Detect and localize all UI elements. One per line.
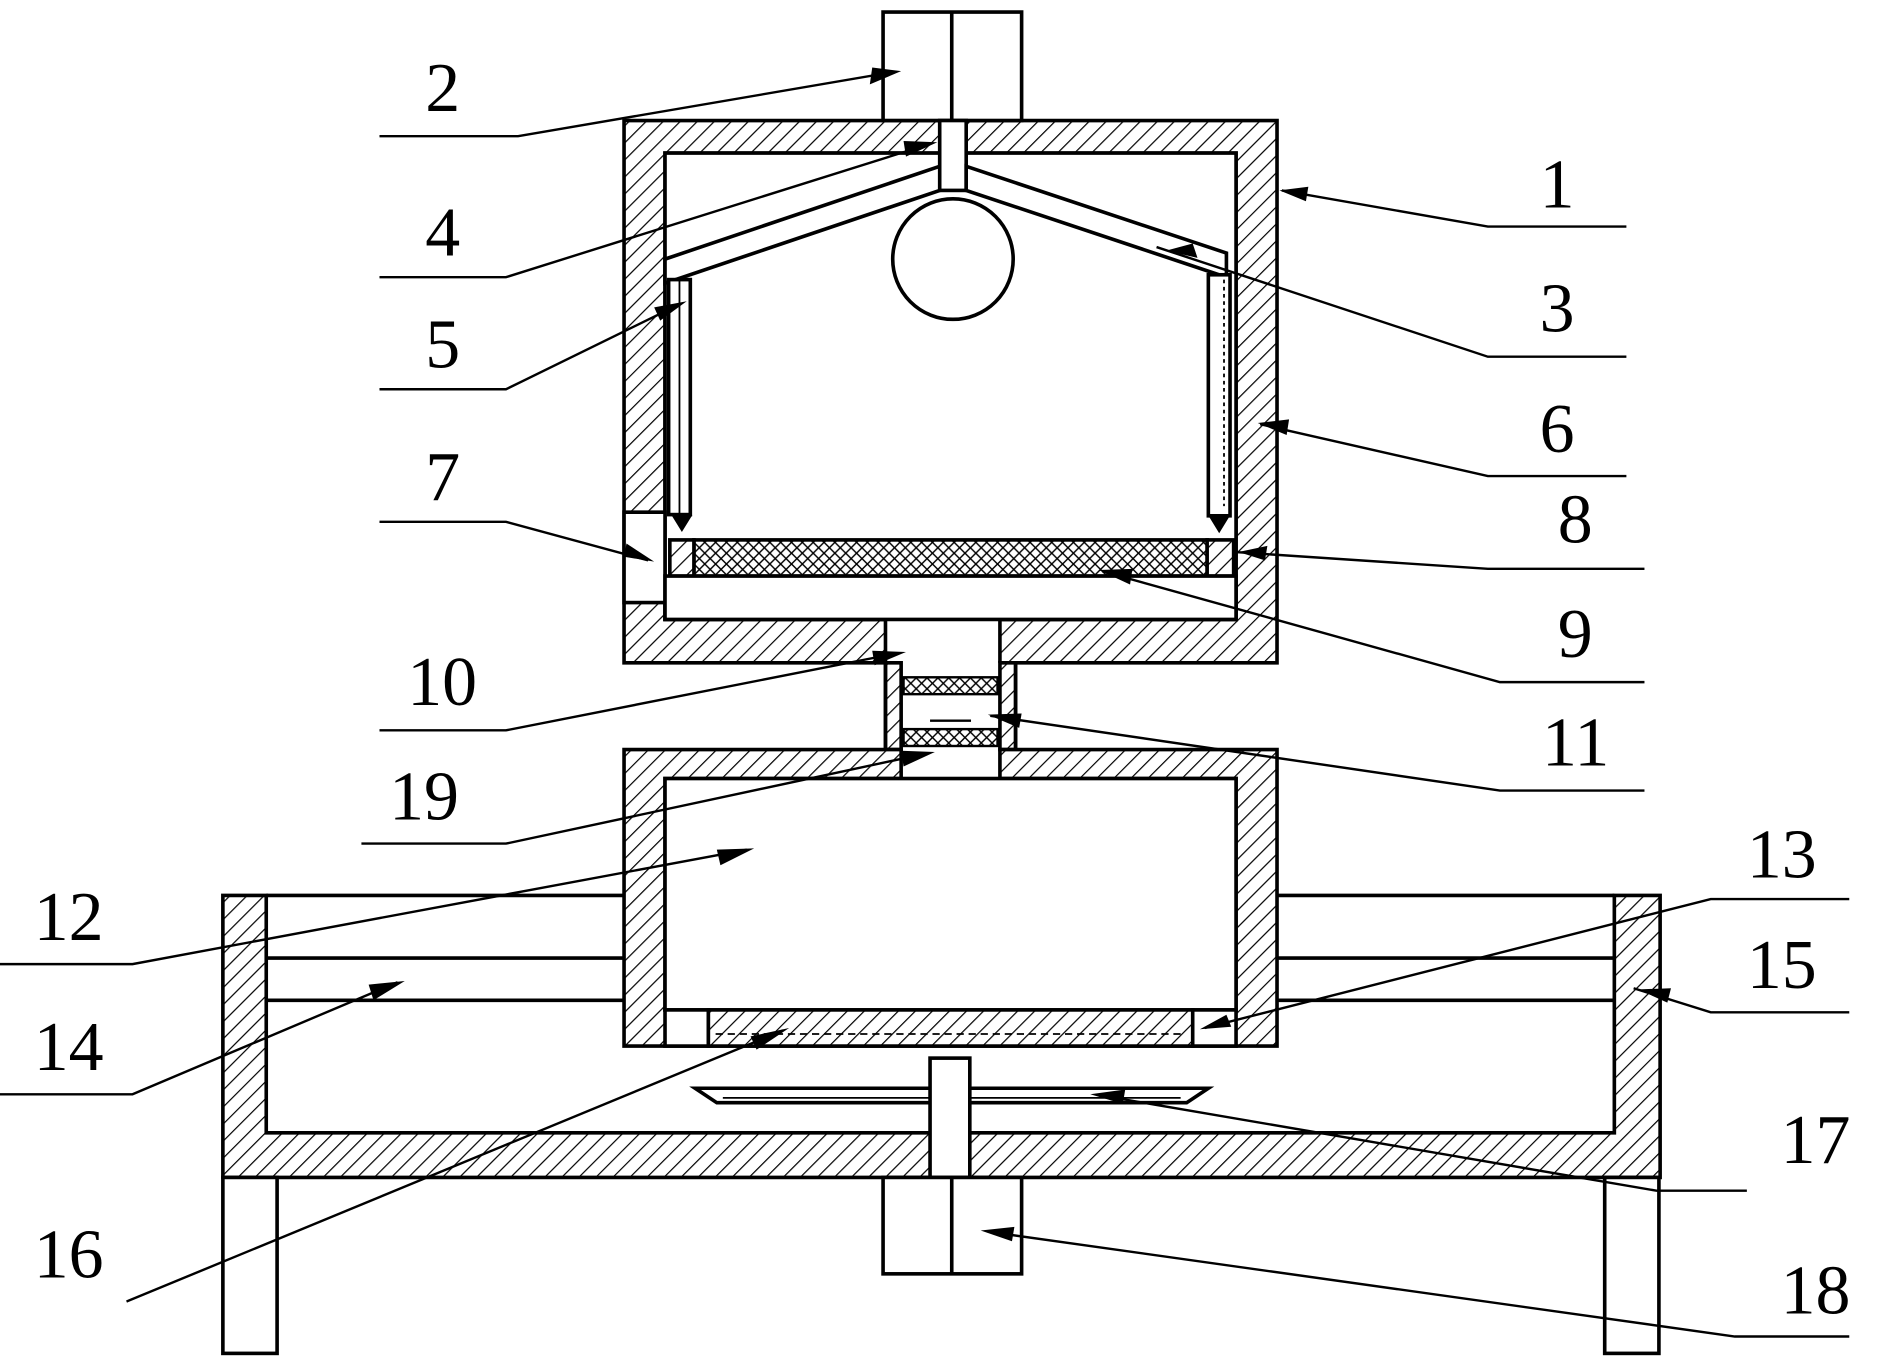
label-16: 16 [34, 1216, 104, 1293]
label-13: 13 [1747, 816, 1817, 893]
part-labels: 1 2 3 4 5 6 7 8 9 10 11 12 13 14 15 16 1… [34, 50, 1851, 1330]
filter-plate [663, 538, 1238, 622]
label-14: 14 [34, 1009, 104, 1086]
leader-arrowheads [368, 67, 1671, 1242]
label-6: 6 [1540, 391, 1575, 468]
label-2: 2 [425, 50, 460, 127]
label-3: 3 [1540, 270, 1575, 347]
label-4: 4 [425, 194, 460, 271]
label-9: 9 [1558, 596, 1593, 673]
right-brush [1206, 272, 1232, 534]
label-8: 8 [1558, 481, 1593, 558]
left-brush [666, 277, 693, 532]
bottom-impeller [689, 1056, 1215, 1180]
base-tank [221, 893, 1662, 1356]
leader-lines [0, 71, 1850, 1338]
label-12: 12 [34, 879, 104, 956]
label-5: 5 [425, 307, 460, 384]
label-1: 1 [1540, 146, 1575, 223]
lower-chamber [622, 747, 1279, 1048]
bottom-motor [881, 1175, 1024, 1276]
neck-connector [883, 661, 1018, 752]
label-18: 18 [1781, 1253, 1851, 1330]
label-15: 15 [1747, 927, 1817, 1004]
label-11: 11 [1542, 704, 1609, 781]
label-19: 19 [389, 758, 459, 835]
label-7: 7 [425, 439, 460, 516]
label-10: 10 [407, 644, 477, 721]
top-motor [881, 10, 1024, 123]
label-17: 17 [1781, 1102, 1851, 1179]
